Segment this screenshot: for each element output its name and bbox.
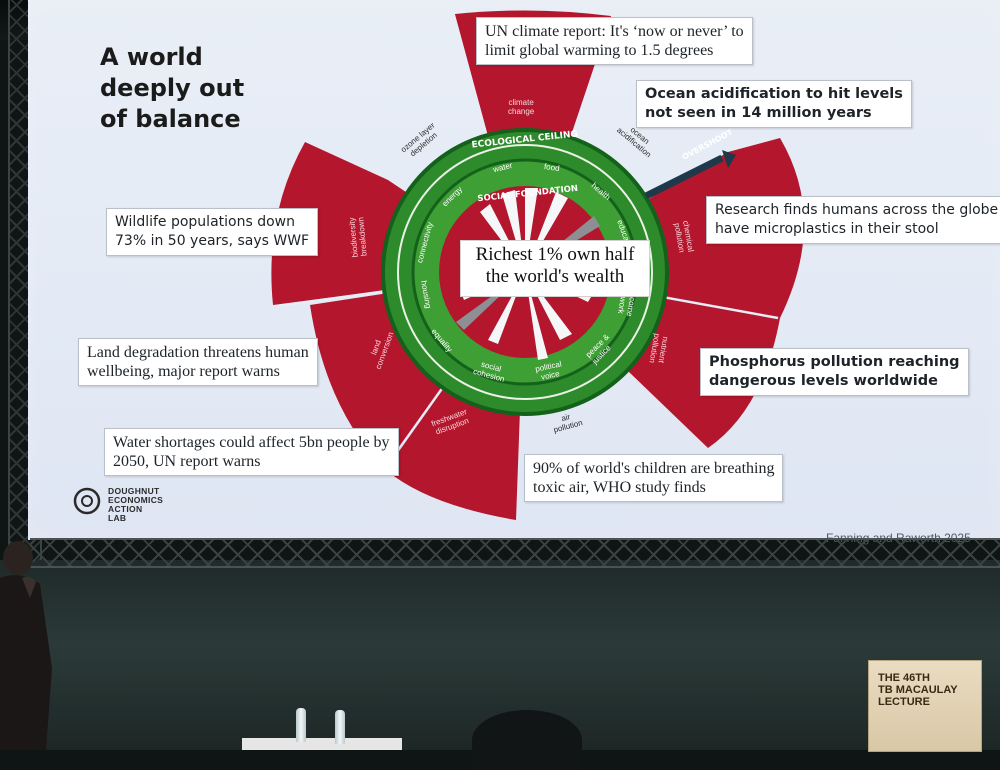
headline-line: UN climate report: It's ‘now or never’ t… [485, 23, 744, 40]
headline-line: 73% in 50 years, says WWF [115, 233, 310, 249]
water-bottle [335, 710, 345, 744]
headline-line: Research finds humans across the globe [715, 202, 999, 218]
headline-climate: UN climate report: It's ‘now or never’ t… [476, 17, 753, 65]
headline-land: Land degradation threatens human wellbei… [78, 338, 318, 386]
headline-line: Land degradation threatens human [87, 344, 309, 361]
slide-title: A world deeply out of balance [100, 43, 245, 133]
headline-line: limit global warming to 1.5 degrees [485, 42, 714, 59]
headline-line: Phosphorus pollution reaching [709, 354, 960, 370]
headline-line: Wildlife populations down [115, 214, 295, 230]
logo-text: DOUGHNUT ECONOMICS ACTION LAB [108, 486, 164, 523]
headline-line: dangerous levels worldwide [709, 373, 938, 389]
headline-phosphorus: Phosphorus pollution reaching dangerous … [700, 348, 969, 396]
label-climate-change: climate change [508, 98, 535, 116]
lectern-sign: THE 46TH TB MACAULAY LECTURE [878, 672, 958, 708]
headline-water: Water shortages could affect 5bn people … [104, 428, 399, 476]
projection-screen: A world deeply out of balance [28, 0, 1000, 545]
headline-ocean: Ocean acidification to hit levels not se… [636, 80, 912, 128]
doughnut-logo-icon [73, 487, 101, 515]
headline-line: Ocean acidification to hit levels [645, 86, 903, 102]
center-headline: Richest 1% own half the world's wealth [460, 240, 650, 297]
center-line-2: the world's wealth [485, 266, 625, 287]
speaker-silhouette [0, 541, 52, 750]
headline-line: toxic air, WHO study finds [533, 479, 706, 496]
label-biodiversity-breakdown: biodiversity breakdown [347, 216, 369, 258]
headline-line: Water shortages could affect 5bn people … [113, 434, 390, 451]
water-bottle [296, 708, 306, 742]
headline-line: wellbeing, major report warns [87, 363, 280, 380]
headline-air: 90% of world's children are breathing to… [524, 454, 784, 502]
headline-wildlife: Wildlife populations down 73% in 50 year… [106, 208, 319, 256]
center-line-1: Richest 1% own half [475, 244, 635, 265]
lighting-truss-bottom [30, 538, 1000, 568]
headline-line: have microplastics in their stool [715, 221, 939, 237]
lectern [868, 660, 982, 752]
headline-line: 2050, UN report warns [113, 453, 261, 470]
audience-head [472, 710, 582, 770]
headline-microplastics: Research finds humans across the globe h… [706, 196, 1000, 244]
headline-line: 90% of world's children are breathing [533, 460, 775, 477]
headline-line: not seen in 14 million years [645, 105, 872, 121]
speaker-table [242, 738, 402, 750]
